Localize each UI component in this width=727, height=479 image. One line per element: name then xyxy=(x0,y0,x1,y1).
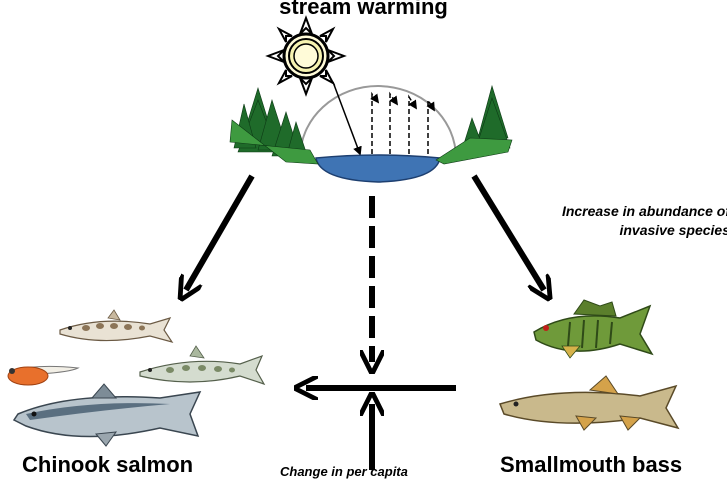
smallmouth-bass-label: Smallmouth bass xyxy=(500,452,683,477)
sun-icon xyxy=(265,15,347,97)
minnow-fish-icon xyxy=(139,345,266,386)
diagram-title: stream warming xyxy=(279,0,448,19)
incoming-radiation-arrow xyxy=(332,81,362,156)
chinook-salmon-label: Chinook salmon xyxy=(22,452,194,477)
invasive-species-annotation: Increase in abundance of invasive specie… xyxy=(561,203,727,238)
conifer-tree-icon xyxy=(229,86,319,165)
effect-arrows xyxy=(186,174,544,470)
bass-fish-icon xyxy=(533,299,654,359)
salmon-egg-alevin-icon xyxy=(7,365,80,386)
arrow-to-chinook xyxy=(186,174,255,290)
stream-dome-arc xyxy=(299,85,457,159)
per-capita-annotation: Change in per capita xyxy=(280,464,408,479)
outgoing-radiation-arrows xyxy=(370,91,435,154)
stream-water xyxy=(315,154,441,183)
bass-fish-icon xyxy=(498,375,680,431)
conifer-tree-icon xyxy=(435,84,513,165)
arrow-to-smallmouth xyxy=(471,174,544,290)
salmon-fish-icon xyxy=(12,383,202,447)
minnow-fish-icon xyxy=(59,309,174,344)
